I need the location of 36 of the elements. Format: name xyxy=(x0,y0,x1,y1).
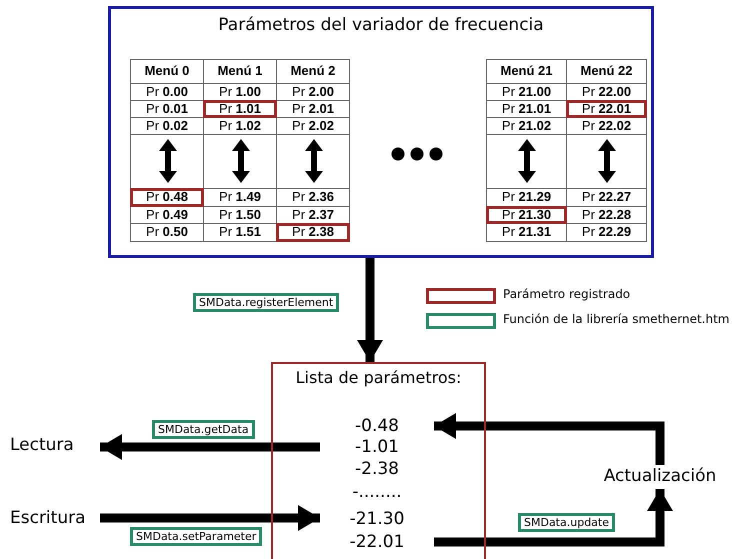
edge-label: SMData.update xyxy=(518,513,615,532)
registered-parameter-cell: Pr 22.01 xyxy=(566,100,647,118)
registered-parameter-cell: Pr 0.48 xyxy=(130,188,204,207)
panel-title: Parámetros del variador de frecuencia xyxy=(217,15,545,35)
table-cell: Pr 21.31 xyxy=(486,223,567,242)
list-entry: -22.01 xyxy=(320,531,434,553)
arrow xyxy=(357,258,383,362)
list-title: Lista de parámetros: xyxy=(294,368,462,387)
registered-parameter-cell: Pr 21.30 xyxy=(486,206,567,224)
edge-label: SMData.getData xyxy=(152,420,255,439)
edge-label: SMData.registerElement xyxy=(193,293,340,312)
table-cell: Pr 22.29 xyxy=(566,223,647,242)
table-header: Menú 0 xyxy=(130,59,204,84)
arrow xyxy=(434,489,673,546)
table-header: Menú 2 xyxy=(276,59,350,84)
registered-parameter-cell: Pr 2.38 xyxy=(276,223,350,242)
table-header: Menú 22 xyxy=(566,59,647,84)
action-label: Lectura xyxy=(10,434,100,456)
parameter-list-box xyxy=(271,362,486,559)
list-entry: -........ xyxy=(320,481,434,503)
list-entry: -2.38 xyxy=(320,458,434,480)
list-entry: -0.48 xyxy=(320,415,434,437)
edge-label: SMData.setParameter xyxy=(130,527,262,546)
parameter-panel xyxy=(108,6,654,258)
registered-parameter-cell: Pr 1.01 xyxy=(203,100,277,118)
list-entry: -1.01 xyxy=(320,436,434,458)
action-label: Actualización xyxy=(598,465,722,489)
table-cell: Pr 0.50 xyxy=(130,223,204,242)
legend-text: Parámetro registrado xyxy=(503,287,630,301)
list-entry: -21.30 xyxy=(320,508,434,530)
legend-text: Función de la librería smethernet.htm xyxy=(503,312,730,326)
table-header: Menú 21 xyxy=(486,59,567,84)
arrow xyxy=(434,413,664,465)
arrow xyxy=(100,434,320,460)
arrow xyxy=(100,505,320,531)
action-label: Escritura xyxy=(10,507,100,529)
